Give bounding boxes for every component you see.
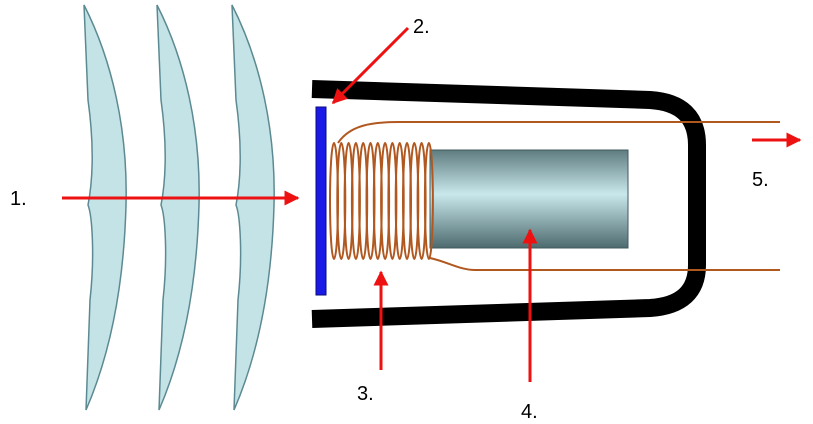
diaphragm xyxy=(315,106,327,296)
arrows xyxy=(62,26,802,382)
sound-wave-3 xyxy=(231,4,275,411)
sound-wave-1 xyxy=(83,4,127,411)
sound-wave-2 xyxy=(156,4,200,411)
label-2: 2. xyxy=(413,16,430,38)
coil-turn xyxy=(423,142,434,260)
label-3: 3. xyxy=(357,383,374,405)
coil-wire-bottom xyxy=(429,257,780,271)
label-4: 4. xyxy=(521,401,538,423)
coil-windings xyxy=(329,142,434,260)
label-5: 5. xyxy=(752,169,769,191)
arrow-2 xyxy=(331,26,410,105)
microphone-housing xyxy=(311,80,706,328)
label-1: 1. xyxy=(10,188,27,210)
coil-wire-top xyxy=(337,121,780,144)
sound-waves xyxy=(83,4,275,411)
